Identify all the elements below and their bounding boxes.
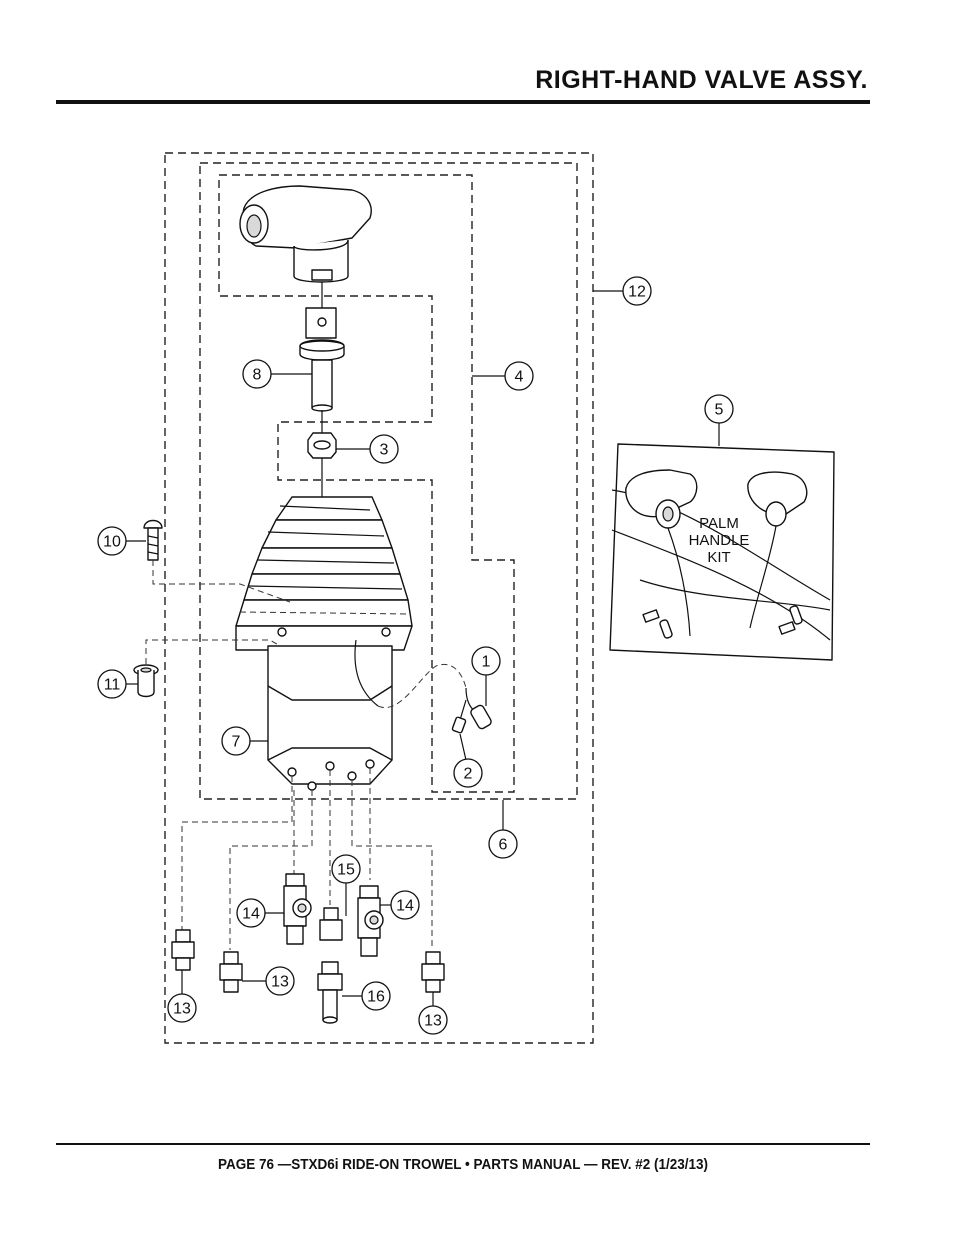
wire-connector-1-2 — [451, 687, 492, 734]
callout-4: 4 — [504, 361, 534, 391]
svg-text:6: 6 — [499, 837, 508, 854]
callout-11: 11 — [97, 669, 127, 699]
svg-text:14: 14 — [396, 898, 414, 915]
svg-text:3: 3 — [380, 442, 389, 459]
bellows-boot — [235, 496, 413, 651]
svg-text:12: 12 — [628, 284, 646, 301]
assembly-boundary-6 — [199, 162, 578, 800]
svg-text:14: 14 — [242, 906, 260, 923]
callout-12: 12 — [622, 276, 652, 306]
callout-leaders — [126, 290, 720, 1006]
callout-14b: 14 — [390, 890, 420, 920]
callout-5: 5 — [704, 394, 734, 424]
handle-knob — [239, 185, 372, 283]
plug-11 — [133, 664, 159, 698]
svg-text:1: 1 — [482, 654, 491, 671]
kit-label-line-3: KIT — [707, 549, 730, 566]
assembly-boundary-4 — [218, 174, 515, 793]
callout-6: 6 — [488, 829, 518, 859]
svg-text:7: 7 — [232, 734, 241, 751]
svg-text:13: 13 — [271, 974, 289, 991]
page-footer: PAGE 76 —STXD6i RIDE-ON TROWEL • PARTS M… — [217, 1156, 709, 1173]
plug-11-alignment — [145, 639, 281, 664]
callout-13c: 13 — [418, 1005, 448, 1035]
callout-14a: 14 — [236, 898, 266, 928]
shaft-coupler-8 — [299, 307, 345, 412]
svg-text:4: 4 — [515, 369, 524, 386]
screw-10-alignment — [152, 560, 291, 603]
palm-handle-kit-5 — [609, 443, 835, 661]
callout-2: 2 — [453, 758, 483, 788]
nut-3 — [307, 432, 337, 459]
tee-fitting-14-left — [283, 873, 312, 945]
svg-text:10: 10 — [103, 534, 121, 551]
callout-10: 10 — [97, 526, 127, 556]
svg-text:13: 13 — [173, 1001, 191, 1018]
svg-text:8: 8 — [253, 367, 262, 384]
screw-10 — [143, 519, 163, 561]
assembly-boundary-12 — [164, 152, 594, 1044]
kit-label-line-2: HANDLE — [689, 532, 750, 549]
callout-1: 1 — [471, 646, 501, 676]
fitting-13-middle — [219, 951, 243, 993]
header-rule — [56, 100, 870, 104]
fitting-15 — [319, 907, 343, 941]
svg-text:11: 11 — [104, 677, 121, 694]
fitting-13-right — [421, 951, 445, 993]
fitting-13-left — [171, 929, 195, 971]
callout-16: 16 — [361, 981, 391, 1011]
fitting-16 — [317, 961, 343, 1024]
callout-3: 3 — [369, 434, 399, 464]
callout-13b: 13 — [167, 993, 197, 1023]
callout-7: 7 — [221, 726, 251, 756]
callouts: 12 4 8 5 3 10 1 11 7 2 6 15 14 14 13 16 … — [97, 276, 734, 1035]
valve-body-7 — [267, 639, 467, 791]
callout-8: 8 — [242, 359, 272, 389]
tee-fitting-14-right — [357, 885, 384, 957]
callout-15: 15 — [331, 854, 361, 884]
callout-13a: 13 — [265, 966, 295, 996]
svg-text:5: 5 — [715, 402, 724, 419]
svg-text:2: 2 — [464, 766, 473, 783]
svg-text:16: 16 — [367, 989, 385, 1006]
footer-rule — [56, 1143, 870, 1145]
svg-text:15: 15 — [337, 862, 355, 879]
kit-label-line-1: PALM — [699, 515, 739, 532]
svg-text:13: 13 — [424, 1013, 442, 1030]
page-title: RIGHT-HAND VALVE ASSY. — [535, 66, 868, 94]
fitting-alignment-lines — [181, 768, 433, 950]
